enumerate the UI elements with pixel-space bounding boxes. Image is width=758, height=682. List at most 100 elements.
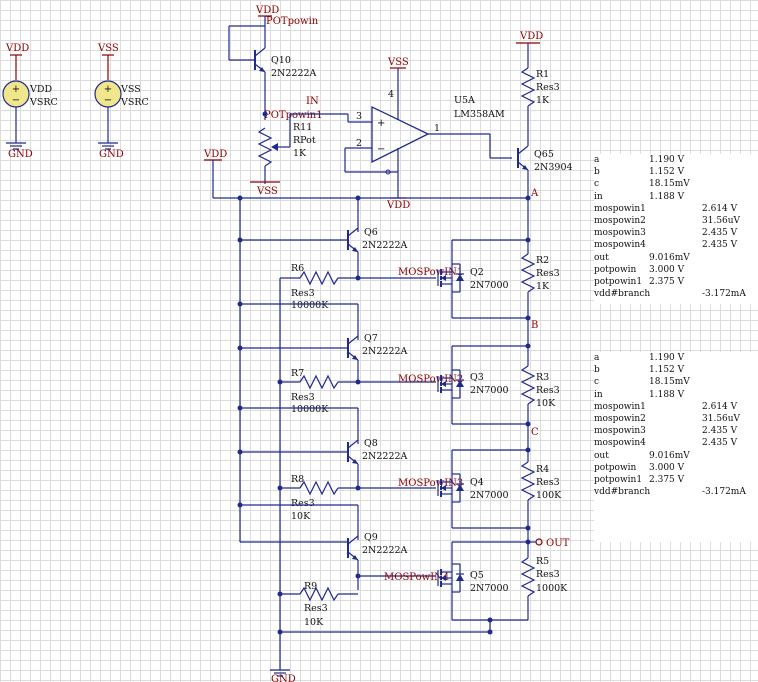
r7-type: Res3 (291, 392, 315, 403)
opamp-vdd: VDD (386, 200, 410, 211)
node-out: OUT (546, 538, 570, 549)
stage-3: Q8 2N2222A R8 Res3 10K MOSPowIN3 Q4 2N70… (240, 407, 562, 542)
pin-plus: 3 (356, 111, 362, 122)
r2-ref: R2 (536, 255, 549, 266)
probe-row: vdd#branch-3.172mA (594, 487, 746, 498)
r4-ref: R4 (536, 464, 549, 475)
net-label-vdd: VDD (255, 5, 279, 16)
r4-value: 100K (536, 490, 562, 501)
r9-type: Res3 (304, 603, 328, 614)
r1-value: 1K (536, 95, 550, 106)
node-b: B (531, 320, 538, 331)
source-ref: VDD (29, 84, 52, 95)
in-net: IN (290, 96, 372, 123)
r6-type: Res3 (291, 288, 315, 299)
r1-type: Res3 (536, 82, 560, 93)
svg-text:+: + (104, 84, 112, 95)
stage-2: Q7 2N2222A R7 Res3 10000K MOSPowIN2 Q3 2… (240, 303, 560, 438)
gnd-label: GND (99, 149, 124, 160)
opamp-vss: VSS (387, 57, 409, 68)
q65-value: 2N3904 (534, 162, 573, 173)
q65-ref: Q65 (534, 149, 554, 160)
net-label-mos2: MOSPowIN2 (398, 374, 463, 385)
pin-v: 4 (388, 89, 394, 100)
q9-ref: Q9 (364, 532, 378, 543)
net-label-vdd-r1: VDD (519, 31, 543, 42)
source-ref: VSS (120, 84, 141, 95)
r3-value: 10K (536, 398, 556, 409)
r7-value: 10000K (291, 404, 329, 415)
gnd-bottom: GND (271, 674, 296, 682)
r1-ref: R1 (536, 69, 549, 80)
q8-value: 2N2222A (362, 451, 408, 462)
q6-value: 2N2222A (362, 240, 408, 251)
node-a: A (530, 188, 539, 199)
u5a-ref: U5A (454, 95, 475, 106)
r7-ref: R7 (291, 368, 304, 379)
q3-value: 2N7000 (470, 385, 509, 396)
gnd-label: GND (8, 149, 33, 160)
net-label-mos3: MOSPowIN3 (398, 478, 463, 489)
u5a-value: LM358AM (454, 109, 505, 120)
junctions (237, 111, 531, 635)
r2-type: Res3 (536, 268, 560, 279)
net-label-vdd-left: VDD (203, 149, 227, 160)
r5-ref: R5 (536, 556, 549, 567)
r11-potentiometer: POTpowin1 VSS R11 RPot 1K (250, 110, 323, 197)
net-label-in: IN (306, 96, 319, 107)
q6-ref: Q6 (364, 227, 378, 238)
r8-value: 10K (291, 511, 311, 522)
r5-value: 1000K (536, 583, 568, 594)
net-label-potpowin: POTpowin (266, 16, 319, 27)
source-type: VSRC (29, 97, 58, 108)
r2-value: 1K (536, 281, 550, 292)
r11-type: RPot (293, 135, 316, 146)
q2-ref: Q2 (470, 267, 484, 278)
opamp-plus: + (377, 118, 385, 129)
svg-text:+: + (12, 84, 20, 95)
r1-q65: VDD R1 Res3 1K Q65 2N3904 A (516, 31, 573, 199)
q10-transistor: VDD POTpowin Q10 2N2222A (228, 5, 319, 120)
q2-value: 2N7000 (470, 280, 509, 291)
r3-type: Res3 (536, 385, 560, 396)
q10-value: 2N2222A (271, 68, 317, 79)
r11-value: 1K (293, 148, 307, 159)
q10-ref: Q10 (271, 55, 291, 66)
vdd-source: VDD + − VDD VSRC GND (2, 43, 58, 160)
stage-1: Q6 2N2222A R6 Res3 10000K MOSPowIN1 Q2 2… (240, 198, 560, 331)
q7-ref: Q7 (364, 333, 378, 344)
net-label-mos1: MOSPowIN1 (398, 267, 463, 278)
stage-4: Q9 2N2222A R9 Res3 10K MOSPowIN4 Q5 2N70… (240, 504, 570, 633)
r8-type: Res3 (291, 498, 315, 509)
r3-ref: R3 (536, 372, 549, 383)
q7-value: 2N2222A (362, 346, 408, 357)
opamp-minus: − (377, 144, 385, 155)
q8-ref: Q8 (364, 438, 378, 449)
vss-source: VSS + − VSS VSRC GND (94, 43, 149, 160)
source-net-label: VDD (5, 43, 29, 54)
r5-type: Res3 (536, 569, 560, 580)
r8-ref: R8 (291, 474, 304, 485)
pin-out: 1 (434, 123, 440, 134)
r4-type: Res3 (536, 477, 560, 488)
